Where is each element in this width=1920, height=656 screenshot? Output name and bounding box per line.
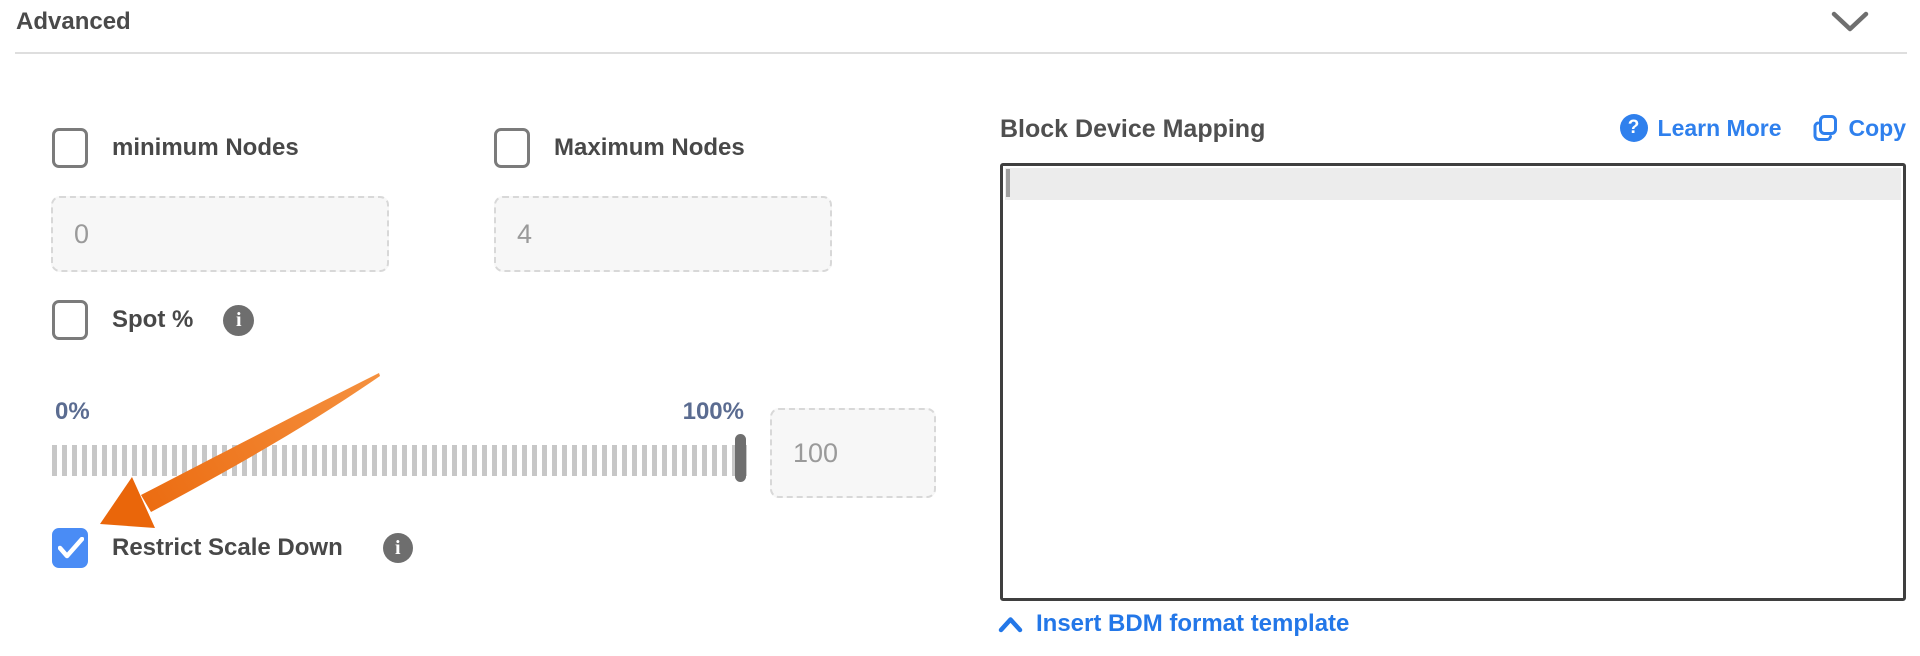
learn-more-label: Learn More <box>1657 114 1782 141</box>
editor-active-line <box>1005 168 1901 200</box>
spot-percent-label: Spot % <box>112 306 194 333</box>
maximum-nodes-checkbox[interactable] <box>494 128 530 168</box>
restrict-info-icon[interactable]: i <box>382 533 413 563</box>
question-circle-icon: ? <box>1619 114 1648 142</box>
chevron-down-icon <box>1831 11 1869 37</box>
info-glyph: i <box>394 536 401 559</box>
spot-percent-group: Spot % i <box>52 300 255 340</box>
minimum-nodes-checkbox[interactable] <box>52 128 88 168</box>
copy-button[interactable]: Copy <box>1812 114 1907 142</box>
copy-label: Copy <box>1848 114 1907 141</box>
maximum-nodes-input[interactable] <box>494 196 832 272</box>
spot-percent-checkbox[interactable] <box>52 300 88 340</box>
spot-info-icon[interactable]: i <box>223 304 255 336</box>
minimum-nodes-label: minimum Nodes <box>112 134 299 161</box>
spot-percentage-slider-track[interactable] <box>52 445 747 476</box>
copy-icon <box>1812 114 1839 142</box>
bdm-links: ? Learn More Copy <box>1619 114 1907 142</box>
bdm-title: Block Device Mapping <box>1000 115 1266 143</box>
collapse-section-button[interactable] <box>1831 10 1869 34</box>
spot-percentage-input[interactable] <box>770 408 936 498</box>
editor-cursor <box>1006 169 1010 197</box>
minimum-nodes-input[interactable] <box>51 196 389 272</box>
restrict-scale-down-group: Restrict Scale Down i <box>52 528 413 568</box>
slider-min-label: 0% <box>55 398 90 425</box>
maximum-nodes-label: Maximum Nodes <box>554 134 745 161</box>
section-title-advanced: Advanced <box>16 8 131 35</box>
question-glyph: ? <box>1627 117 1640 138</box>
minimum-nodes-group: minimum Nodes <box>52 128 299 168</box>
restrict-scale-down-label: Restrict Scale Down <box>112 534 343 561</box>
restrict-scale-down-checkbox[interactable] <box>52 528 88 568</box>
slider-max-label: 100% <box>682 398 744 425</box>
bdm-editor[interactable] <box>1000 163 1906 601</box>
info-glyph: i <box>236 308 242 331</box>
header-divider <box>15 52 1907 54</box>
insert-bdm-template-link[interactable]: Insert BDM format template <box>998 610 1349 638</box>
maximum-nodes-group: Maximum Nodes <box>494 128 745 168</box>
chevron-up-icon <box>998 616 1023 633</box>
spot-percentage-slider-handle[interactable] <box>735 434 746 482</box>
learn-more-link[interactable]: ? Learn More <box>1619 114 1782 142</box>
insert-bdm-template-label: Insert BDM format template <box>1036 610 1350 637</box>
